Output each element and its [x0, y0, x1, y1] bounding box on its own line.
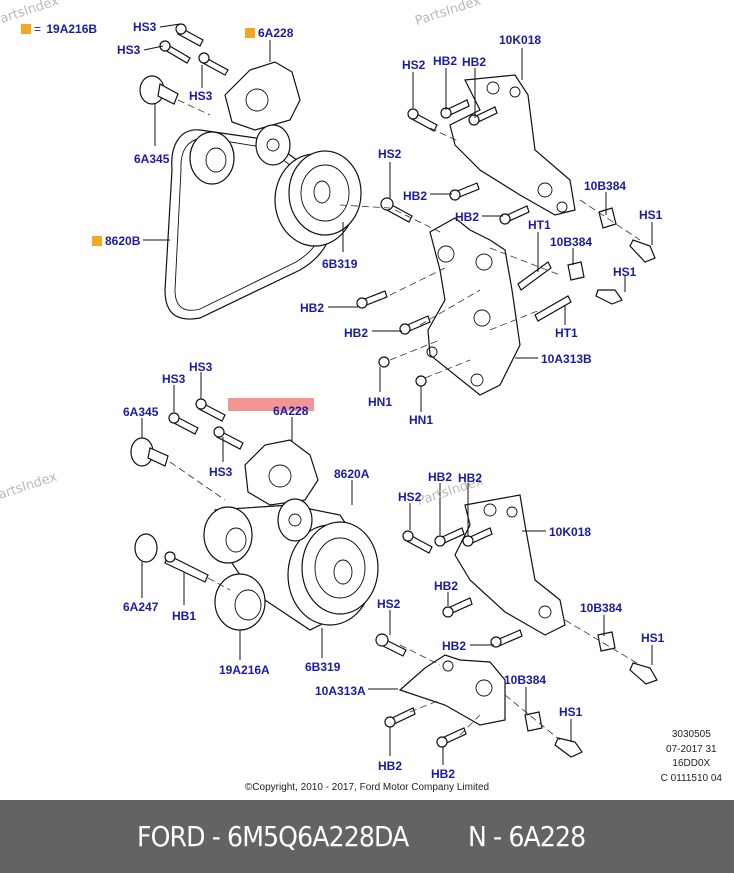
- callout-hs1[interactable]: HS1: [559, 705, 583, 719]
- callout-hs3[interactable]: HS3: [162, 372, 186, 386]
- idler-pulley-upper: [189, 131, 235, 185]
- callout-hb2[interactable]: HB2: [458, 471, 483, 485]
- callout-hb2[interactable]: HB2: [378, 759, 403, 773]
- meta-code: 16DD0X: [672, 758, 711, 769]
- callout-hs3[interactable]: HS3: [133, 20, 157, 34]
- callout-ht1[interactable]: HT1: [528, 218, 551, 232]
- tensioner-lower: [244, 439, 319, 506]
- callout-19a216a[interactable]: 19A216A: [219, 663, 270, 677]
- copyright-notice: ©Copyright, 2010 - 2017, Ford Motor Comp…: [244, 782, 490, 793]
- reference-number: N - 6A228: [468, 820, 586, 853]
- callout-hs2[interactable]: HS2: [402, 58, 426, 72]
- idler-pulley-19A216A: [214, 573, 266, 631]
- callout-10b384[interactable]: 10B384: [504, 673, 547, 687]
- legend: = 19A216B: [21, 22, 97, 36]
- tensioner-upper: [224, 61, 301, 131]
- mount-lower: [398, 654, 506, 726]
- callout-hb2[interactable]: HB2: [344, 326, 369, 340]
- callout-8620b-marked[interactable]: 8620B: [92, 234, 140, 248]
- callout-10b384[interactable]: 10B384: [584, 179, 627, 193]
- selected-part-highlight: [228, 398, 314, 411]
- callout-hs2[interactable]: HS2: [377, 597, 401, 611]
- fasteners-lower: [375, 527, 658, 758]
- callout-text: 6A228: [258, 26, 294, 40]
- callout-hs3[interactable]: HS3: [189, 89, 213, 103]
- callout-10a313b[interactable]: 10A313B: [541, 352, 592, 366]
- callout-10k018[interactable]: 10K018: [499, 33, 542, 47]
- callout-hs2[interactable]: HS2: [378, 147, 402, 161]
- oem-part-number: FORD - 6M5Q6A228DA: [137, 820, 409, 853]
- callout-ht1[interactable]: HT1: [555, 326, 578, 340]
- upper-assembly-drawing: [139, 23, 656, 412]
- callout-hb2[interactable]: HB2: [431, 767, 456, 781]
- callout-10b384[interactable]: 10B384: [580, 601, 623, 615]
- callout-hb2[interactable]: HB2: [300, 301, 325, 315]
- legend-part-number: 19A216B: [46, 22, 98, 36]
- marker-icon: [245, 28, 255, 38]
- bracket-lower: [454, 494, 566, 636]
- legend-equals: =: [34, 22, 42, 36]
- hs3-bolts-lower: [168, 398, 244, 450]
- callout-hb2[interactable]: HB2: [442, 639, 467, 653]
- callout-hb1[interactable]: HB1: [172, 609, 197, 623]
- hs3-bolts-upper: [159, 23, 229, 76]
- callout-hs3[interactable]: HS3: [117, 43, 141, 57]
- leaders-upper: [143, 23, 653, 412]
- meta-code: 3030505: [671, 729, 711, 740]
- callout-hb2[interactable]: HB2: [433, 54, 458, 68]
- callout-hn1[interactable]: HN1: [409, 413, 434, 427]
- bracket-upper: [449, 74, 576, 216]
- callout-6b319[interactable]: 6B319: [305, 660, 341, 674]
- callout-6a345[interactable]: 6A345: [123, 405, 159, 419]
- diagram-reference-codes: 3030505 07-2017 31 16DD0X C 0111510 04: [661, 728, 722, 786]
- callout-hb2[interactable]: HB2: [403, 189, 428, 203]
- marker-icon: [92, 236, 102, 246]
- meta-code: 07-2017 31: [666, 743, 717, 755]
- callout-hb2[interactable]: HB2: [434, 579, 459, 593]
- callout-hs1[interactable]: HS1: [613, 265, 637, 279]
- fasteners-upper: [339, 99, 656, 387]
- legend-marker-icon: [21, 24, 31, 34]
- callout-6a228-marked[interactable]: 6A228: [245, 26, 293, 40]
- callout-8620a[interactable]: 8620A: [334, 467, 370, 481]
- callout-hn1[interactable]: HN1: [368, 395, 393, 409]
- lower-assembly-drawing: [130, 372, 658, 765]
- callout-hb2[interactable]: HB2: [455, 210, 480, 224]
- callout-10k018[interactable]: 10K018: [549, 525, 592, 539]
- leaders-lower: [141, 372, 653, 765]
- callout-hs3[interactable]: HS3: [189, 360, 213, 374]
- callout-hs2[interactable]: HS2: [398, 490, 422, 504]
- part-info-footer: FORD - 6M5Q6A228DA N - 6A228: [0, 800, 734, 873]
- callout-10a313a[interactable]: 10A313A: [315, 684, 366, 698]
- callout-hb2[interactable]: HB2: [428, 470, 453, 484]
- meta-code: C 0111510 04: [660, 772, 722, 784]
- mount-upper: [427, 217, 521, 396]
- callout-6a247[interactable]: 6A247: [123, 600, 159, 614]
- callout-hb2[interactable]: HB2: [462, 55, 487, 69]
- callout-text: 8620B: [105, 234, 141, 248]
- callout-6b319[interactable]: 6B319: [322, 257, 358, 271]
- callout-6a345[interactable]: 6A345: [134, 152, 170, 166]
- callout-hs1[interactable]: HS1: [639, 208, 663, 222]
- callout-6a228-highlighted[interactable]: 6A228: [273, 404, 309, 418]
- callout-10b384[interactable]: 10B384: [550, 235, 593, 249]
- callout-hs3[interactable]: HS3: [209, 465, 233, 479]
- exploded-parts-diagram: [130, 23, 658, 765]
- callout-hs1[interactable]: HS1: [641, 631, 665, 645]
- idler-pulley-lower-a: [203, 506, 253, 564]
